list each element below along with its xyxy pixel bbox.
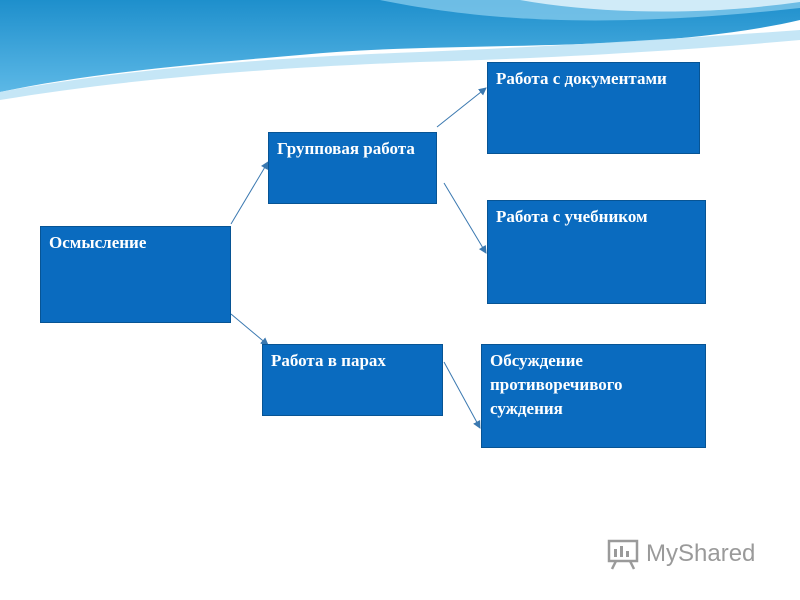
node-group-work-label: Групповая работа bbox=[277, 139, 415, 158]
arrow-comprehension-to-pair-work bbox=[230, 313, 269, 346]
node-comprehension: Осмысление bbox=[40, 226, 231, 323]
watermark-text: MyShared bbox=[646, 540, 756, 567]
node-work-with-textbook: Работа с учебником bbox=[487, 200, 706, 304]
node-discussion-of-judgment-label: Обсуждение противоречивого суждения bbox=[490, 351, 623, 418]
node-work-with-textbook-label: Работа с учебником bbox=[496, 207, 648, 226]
projector-screen-icon bbox=[607, 539, 639, 570]
arrow-pair-work-to-discussion bbox=[443, 361, 481, 429]
arrow-comprehension-to-group-work bbox=[230, 161, 269, 225]
arrow-group-work-to-textbook bbox=[443, 182, 487, 254]
node-discussion-of-judgment: Обсуждение противоречивого суждения bbox=[481, 344, 706, 448]
header-wave-decoration bbox=[0, 0, 800, 100]
watermark: MyShared bbox=[606, 536, 755, 572]
node-pair-work-label: Работа в парах bbox=[271, 351, 386, 370]
node-work-with-documents-label: Работа с документами bbox=[496, 69, 667, 88]
node-group-work: Групповая работа bbox=[268, 132, 437, 204]
node-work-with-documents: Работа с документами bbox=[487, 62, 700, 154]
node-pair-work: Работа в парах bbox=[262, 344, 443, 416]
node-comprehension-label: Осмысление bbox=[49, 233, 147, 252]
